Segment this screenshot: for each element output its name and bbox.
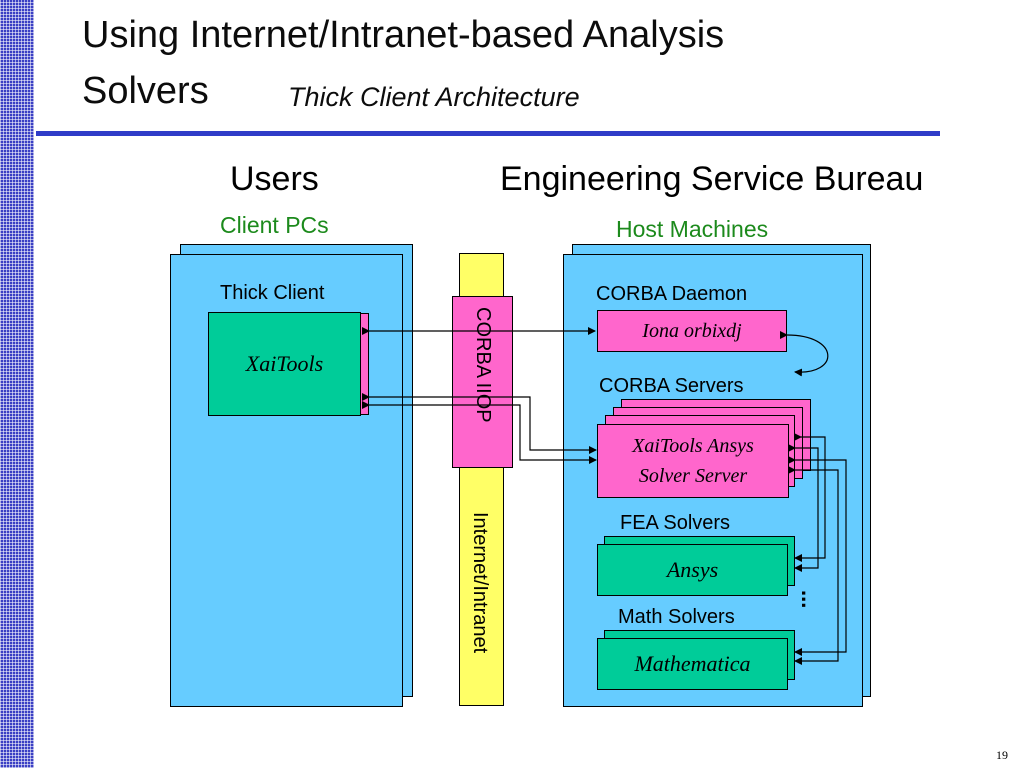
xaitools-client-box: XaiTools	[208, 312, 361, 416]
corba-servers-label: CORBA Servers	[599, 375, 744, 397]
users-heading: Users	[230, 160, 319, 198]
slide-subtitle: Thick Client Architecture	[288, 82, 580, 112]
mathematica-label: Mathematica	[634, 651, 751, 676]
internet-intranet-label: Internet/Intranet	[469, 512, 491, 654]
title-rule	[36, 131, 940, 136]
ansys-label: Ansys	[666, 557, 719, 582]
bureau-heading: Engineering Service Bureau	[500, 160, 924, 198]
slide-title-line1: Using Internet/Intranet-based Analysis	[82, 14, 725, 56]
server-mathematica-link-1	[788, 456, 847, 656]
xaitools-client-label: XaiTools	[245, 351, 324, 376]
client-pcs-label: Client PCs	[220, 212, 329, 238]
server-ansys-link-1	[794, 433, 826, 562]
host-machines-label: Host Machines	[616, 216, 769, 242]
solver-server-line2: Solver Server	[638, 465, 748, 487]
server-mathematica-link-2	[788, 466, 839, 665]
math-solvers-label: Math Solvers	[618, 606, 735, 628]
left-decorative-strip	[0, 0, 34, 768]
mathematica-box: Mathematica	[597, 638, 788, 690]
client-server-link-2	[362, 401, 597, 464]
xaitools-ansys-solver-server-box: XaiTools Ansys Solver Server	[597, 424, 789, 498]
daemon-server-loop	[779, 330, 829, 377]
thick-client-label: Thick Client	[220, 282, 325, 304]
ansys-box: Ansys	[597, 544, 788, 596]
solver-server-line1: XaiTools Ansys	[632, 435, 754, 457]
iona-orbixdj-box: Iona orbixdj	[597, 310, 787, 352]
slide-title-line2: Solvers	[82, 70, 209, 112]
fea-solvers-label: FEA Solvers	[620, 512, 731, 534]
page-number: 19	[996, 748, 1008, 762]
server-ansys-link-2	[788, 444, 819, 572]
iona-orbixdj-label: Iona orbixdj	[642, 319, 742, 342]
corba-daemon-label: CORBA Daemon	[596, 283, 748, 305]
